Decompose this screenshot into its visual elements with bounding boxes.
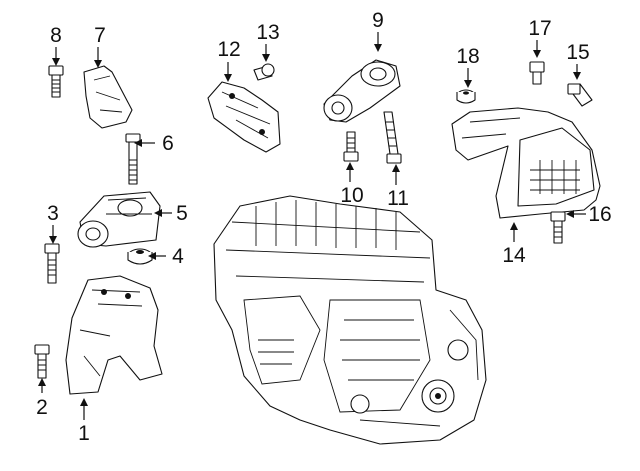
callout-7: 7 (94, 24, 106, 47)
callout-16: 16 (588, 203, 611, 226)
callout-17: 17 (528, 17, 551, 40)
callout-12: 12 (217, 38, 240, 61)
callout-9: 9 (372, 9, 384, 32)
callout-1: 1 (78, 422, 90, 445)
part-1-bracket (65, 275, 163, 395)
part-2-bolt (34, 344, 50, 379)
callout-labels: 1 2 3 4 5 6 7 8 9 10 11 12 13 14 15 16 1… (36, 9, 612, 445)
part-16-bolt (550, 211, 566, 244)
callout-13: 13 (256, 21, 279, 44)
callout-11: 11 (387, 187, 409, 210)
part-15-bolt (567, 83, 593, 107)
part-17-bolt (529, 61, 545, 85)
part-11-bolt (383, 111, 402, 164)
leader-lines (38, 32, 586, 420)
callout-4: 4 (172, 245, 184, 268)
callout-6: 6 (162, 132, 174, 155)
part-6-bolt (125, 133, 141, 185)
callout-8: 8 (50, 24, 62, 47)
part-10-bolt (343, 131, 359, 162)
callout-14: 14 (502, 244, 526, 267)
part-13-bolt (253, 63, 275, 81)
part-14-transmission-mount (451, 107, 601, 219)
callout-3: 3 (47, 202, 59, 225)
part-7-bracket (83, 65, 133, 129)
callout-5: 5 (176, 202, 188, 225)
part-9-torque-rod (323, 59, 401, 123)
part-18-nut (456, 89, 476, 104)
part-4-nut (127, 248, 153, 265)
part-12-bracket (207, 81, 281, 153)
callout-15: 15 (566, 41, 589, 64)
callout-18: 18 (456, 45, 479, 68)
part-5-mount (77, 191, 161, 248)
part-8-bolt (48, 65, 64, 98)
callout-10: 10 (340, 184, 363, 207)
part-3-bolt (44, 243, 60, 284)
callout-2: 2 (36, 396, 48, 419)
engine-transmission-assembly (213, 195, 487, 445)
